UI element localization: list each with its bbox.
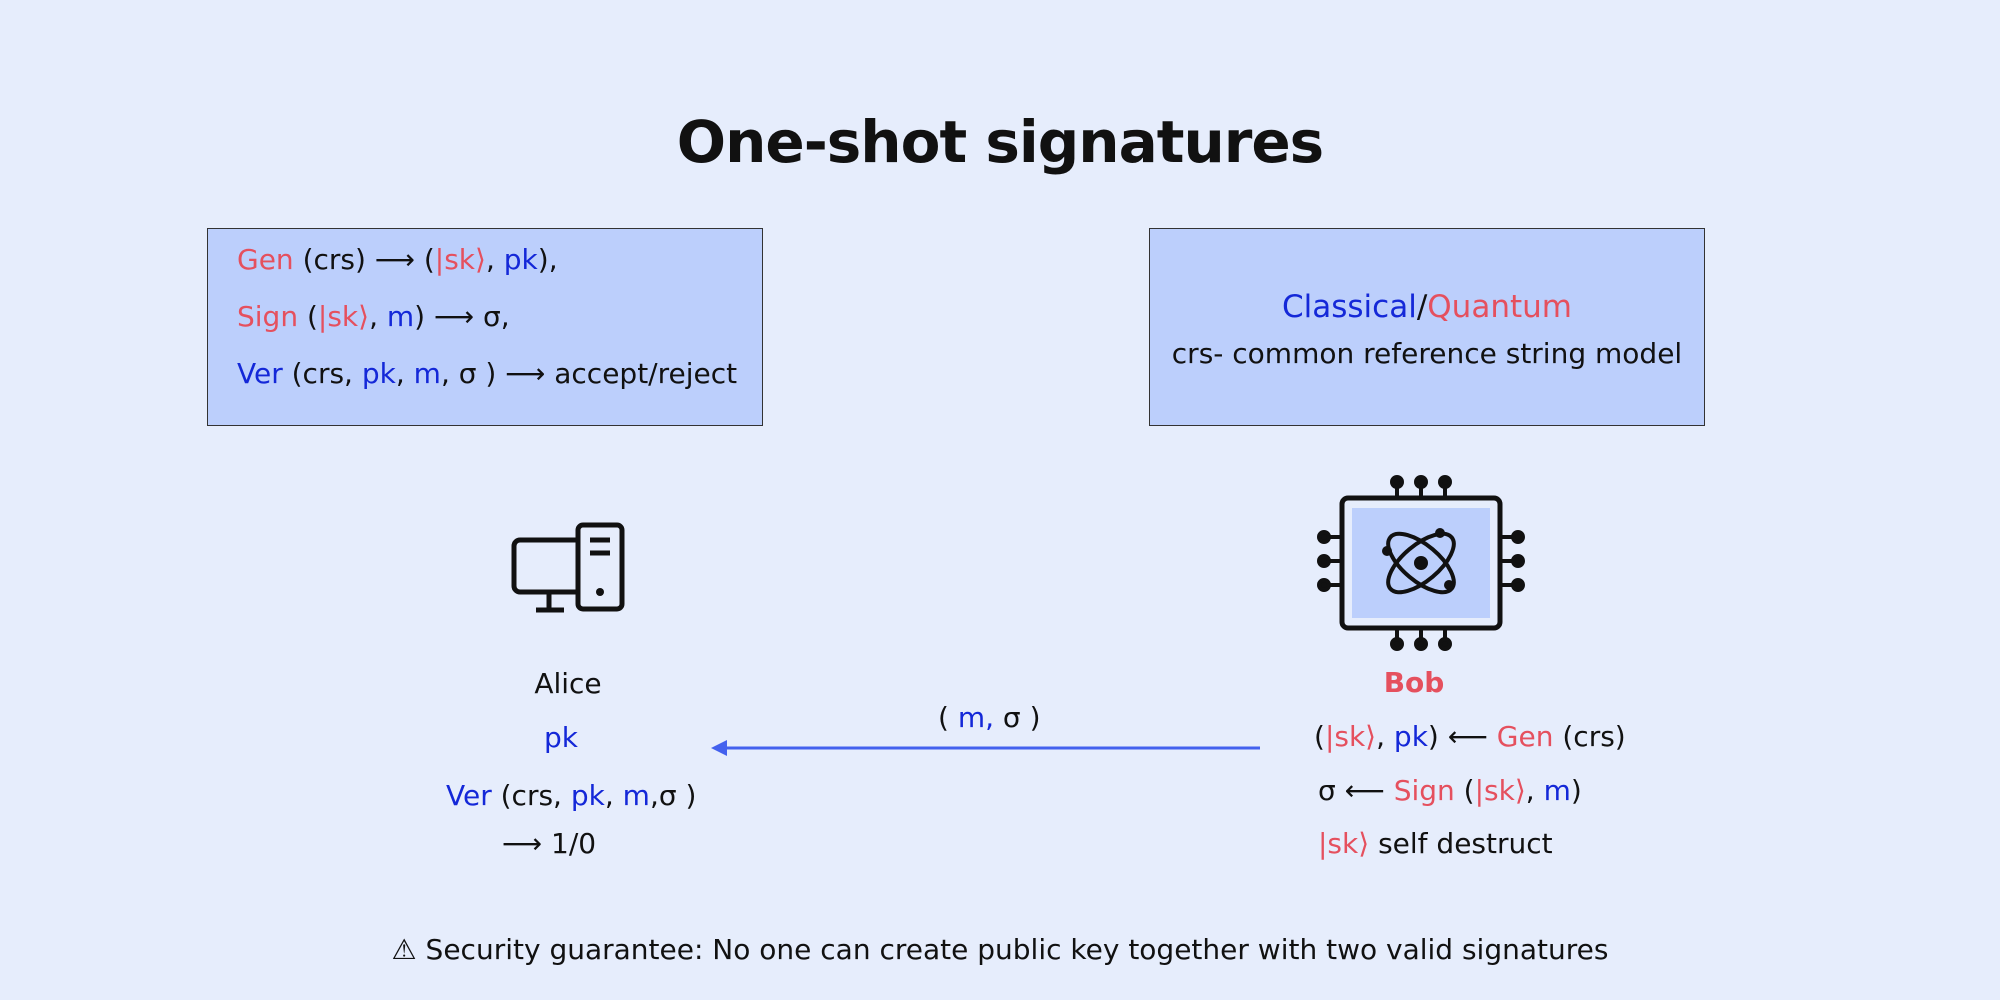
bob-label: Bob — [1383, 666, 1445, 699]
model-box: Classical/Quantum crs- common reference … — [1149, 228, 1705, 426]
message-var: m — [386, 300, 415, 333]
gen-definition: Gen (crs) ⟶ (|sk⟩, pk), — [237, 243, 558, 276]
classical-label: Classical — [1282, 289, 1417, 325]
public-key: pk — [361, 357, 396, 390]
definitions-box: Gen (crs) ⟶ (|sk⟩, pk), Sign (|sk⟩, m) ⟶… — [207, 228, 763, 426]
bob-destruct: |sk⟩ self destruct — [1318, 827, 1553, 860]
public-key: pk — [1393, 720, 1428, 753]
ver-definition: Ver (crs, pk, m, σ ) ⟶ accept/reject — [237, 357, 738, 390]
quantum-label: Quantum — [1427, 289, 1572, 325]
ver-name: Ver — [446, 779, 492, 812]
quantum-chip-icon — [1317, 475, 1525, 651]
sign-name: Sign — [1393, 774, 1455, 807]
public-key: pk — [570, 779, 605, 812]
computer-icon — [511, 522, 625, 613]
message-label: ( m, σ ) — [938, 701, 1041, 734]
crs-description: crs- common reference string model — [1171, 337, 1683, 370]
public-key: pk — [503, 243, 538, 276]
ver-name: Ver — [237, 357, 283, 390]
message-arrow — [711, 740, 1260, 756]
message-var: m, — [957, 701, 995, 734]
message-var: m — [413, 357, 441, 390]
model-type: Classical/Quantum — [1282, 289, 1572, 325]
alice-verify: Ver (crs, pk, m,σ ) — [446, 779, 697, 812]
alice-label: Alice — [534, 667, 602, 700]
bob-sign: σ ⟵ Sign (|sk⟩, m) — [1318, 774, 1582, 807]
page-title: One-shot signatures — [676, 108, 1324, 176]
message-var: m — [1543, 774, 1571, 807]
bob-gen: (|sk⟩, pk) ⟵ Gen (crs) — [1314, 720, 1626, 753]
secret-key: |sk⟩ — [1318, 827, 1370, 860]
secret-key: |sk⟩ — [1324, 720, 1377, 753]
secret-key: |sk⟩ — [434, 243, 486, 276]
warning-icon: ⚠ — [391, 933, 417, 966]
gen-name: Gen — [1496, 720, 1554, 753]
alice-result: ⟶ 1/0 — [502, 827, 597, 860]
alice-public-key: pk — [544, 721, 578, 754]
security-guarantee: ⚠ Security guarantee: No one can create … — [391, 933, 1609, 966]
secret-key: |sk⟩ — [1474, 774, 1526, 807]
gen-name: Gen — [237, 243, 294, 276]
message-var: m — [622, 779, 650, 812]
sign-definition: Sign (|sk⟩, m) ⟶ σ, — [237, 300, 510, 333]
sign-name: Sign — [237, 300, 299, 333]
secret-key: |sk⟩ — [317, 300, 370, 333]
